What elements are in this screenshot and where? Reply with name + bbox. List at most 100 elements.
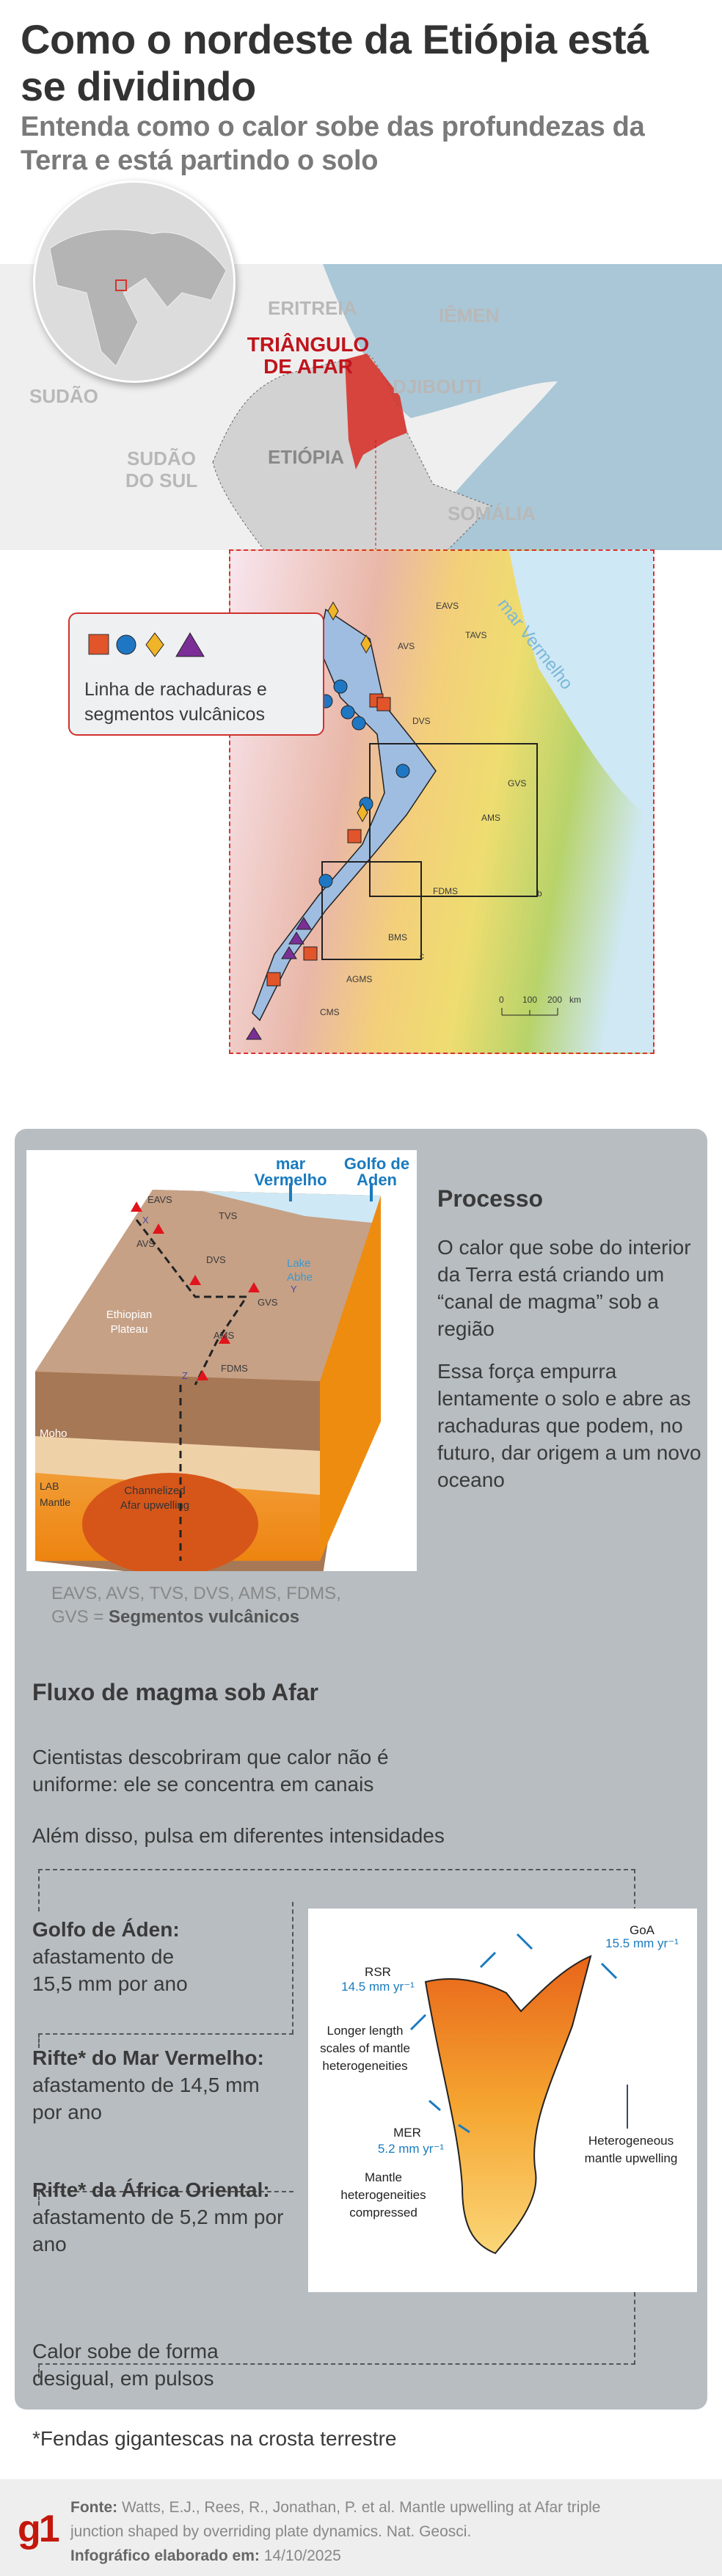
label-golfo-aden-diagram: Golfo de Aden: [343, 1155, 410, 1189]
segment-avs: AVS: [398, 641, 415, 651]
diagram-segment-tvs: TVS: [219, 1210, 238, 1221]
inset-box-b: [369, 743, 538, 897]
bracket-goa: [292, 1902, 293, 2034]
scale-tick-200: 200: [547, 995, 563, 1005]
g1-logo: g1: [18, 2508, 60, 2550]
point-y: Y: [291, 1284, 297, 1295]
label-afar-triangle: TRIÂNGULO DE AFAR: [247, 333, 370, 378]
label-moho: Moho: [40, 1427, 68, 1440]
diamond-icon: [145, 632, 164, 657]
flow-item-goa: Golfo de Áden: afastamento de 15,5 mm po…: [32, 1916, 274, 1997]
label-rsr-rate: 14.5 mm yr⁻¹: [341, 1980, 415, 1994]
label-channelized-upwelling: Channelized Afar upwelling: [120, 1485, 190, 1512]
sea-shape: [323, 264, 722, 550]
segment-gvs: GVS: [508, 778, 527, 788]
globe-continents: [49, 229, 227, 367]
label-mer: MER: [393, 2126, 421, 2140]
label-eritreia: ERITREIA: [268, 297, 357, 319]
label-mer-rate: 5.2 mm yr⁻¹: [377, 2142, 445, 2156]
bracket-rsr: [38, 2033, 293, 2048]
segments-legend: EAVS, AVS, TVS, DVS, AMS, FDMS, GVS = Se…: [51, 1582, 382, 1629]
block-diagram: mar Vermelho Golfo de Aden Lake Abhe Eth…: [26, 1150, 417, 1594]
inset-label-b: b: [537, 888, 542, 899]
scale-tick-100: 100: [522, 995, 538, 1005]
diagram-segment-fdms: FDMS: [221, 1363, 248, 1374]
source-label: Fonte:: [70, 2499, 118, 2516]
flow-item-mer-text: afastamento de 5,2 mm por ano: [32, 2206, 284, 2255]
label-mar-vermelho-diagram: mar Vermelho: [254, 1155, 327, 1189]
square-icon: [88, 634, 109, 655]
flow-intro-1: Cientistas descobriram que calor não é u…: [32, 1746, 389, 1796]
segment-fdms: FDMS: [433, 886, 458, 896]
process-heading: Processo: [437, 1185, 544, 1212]
content-panel: mar Vermelho Golfo de Aden Lake Abhe Eth…: [15, 1129, 707, 2409]
upwelling-figure: GoA 15.5 mm yr⁻¹ RSR 14.5 mm yr⁻¹ Longer…: [308, 1909, 697, 2292]
map-legend: Linha de rachaduras e segmentos vulcânic…: [68, 612, 324, 736]
diagram-segment-gvs: GVS: [258, 1297, 278, 1308]
flow-item-goa-title: Golfo de Áden:: [32, 1918, 180, 1941]
flow-item-mer-title: Rifte* da África Oriental:: [32, 2178, 270, 2201]
label-somalia: SOMÁLIA: [448, 502, 536, 524]
date-label: Infográfico elaborado em:: [70, 2547, 260, 2564]
page-subtitle: Entenda como o calor sobe das profundeza…: [21, 111, 645, 176]
label-ethiopian-plateau: Ethiopian Plateau: [106, 1309, 153, 1336]
flow-heading: Fluxo de magma sob Afar: [32, 1679, 318, 1705]
date-text: 14/10/2025: [263, 2547, 341, 2564]
flow-conclusion: Calor sobe de forma desigual, em pulsos: [32, 2340, 219, 2390]
scale-unit: km: [569, 995, 581, 1005]
diagram-segment-eavs: EAVS: [147, 1194, 172, 1205]
footer: g1 Fonte: Watts, E.J., Rees, R., Jonatha…: [0, 2479, 722, 2576]
bracket-bottom: [38, 2363, 635, 2378]
segment-agms: AGMS: [346, 974, 373, 984]
flow-intro-2: Além disso, pulsa em diferentes intensid…: [32, 1824, 445, 1847]
flow-item-rsr-text: afastamento de 14,5 mm por ano: [32, 2074, 260, 2123]
locator-map-shapes: [212, 264, 722, 550]
footer-text: Fonte: Watts, E.J., Rees, R., Jonathan, …: [70, 2495, 613, 2568]
label-etiopia: ETIÓPIA: [268, 446, 345, 468]
segments-legend-bold: Segmentos vulcânicos: [109, 1607, 300, 1627]
detail-map-shapes: [246, 551, 653, 1040]
diagram-segment-ams: AMS: [214, 1330, 235, 1341]
bracket-right: [634, 2292, 635, 2365]
afar-triangle-shape: [345, 354, 407, 469]
bracket-mer: [38, 2191, 293, 2206]
page-title: Como o nordeste da Etiópia está se divid…: [21, 16, 649, 109]
label-djibouti: DJIBOUTI: [393, 376, 482, 398]
label-lab: LAB: [40, 1480, 59, 1492]
segment-ams: AMS: [481, 813, 501, 823]
legend-symbols: [88, 632, 205, 657]
circle-icon: [116, 634, 136, 655]
rift-zones: [252, 608, 437, 1022]
diagram-segment-dvs: DVS: [206, 1254, 226, 1265]
segment-eavs: EAVS: [436, 601, 459, 611]
flow-item-rsr: Rifte* do Mar Vermelho: afastamento de 1…: [32, 2044, 304, 2126]
flow-item-mer: Rifte* da África Oriental: afastamento d…: [32, 2176, 304, 2258]
legend-text: Linha de rachaduras e segmentos vulcânic…: [84, 679, 267, 725]
label-lake-abhe: Lake Abhe: [287, 1257, 313, 1284]
segment-tavs: TAVS: [465, 630, 487, 640]
label-goa-rate: 15.5 mm yr⁻¹: [605, 1936, 679, 1950]
label-heterogeneous-upwelling: Heterogeneous mantle upwelling: [584, 2134, 678, 2165]
locator-map: ERITREIA IÊMEN SUDÃO DJIBOUTI SUDÃO DO S…: [0, 264, 722, 550]
label-rsr: RSR: [365, 1965, 391, 1979]
segment-dvs: DVS: [412, 716, 431, 726]
globe-locator-box: [115, 279, 127, 291]
label-sudao-do-sul: SUDÃO DO SUL: [125, 447, 198, 491]
diagram-segment-avs: AVS: [136, 1238, 156, 1249]
block-diagram-art: [35, 1183, 381, 1594]
segment-bms: BMS: [388, 932, 408, 943]
process-paragraph-2: Essa força empurra lentamente o solo e a…: [437, 1360, 701, 1491]
globe: [33, 180, 236, 383]
point-x: X: [142, 1215, 149, 1226]
label-longer-length-scales: Longer length scales of mantle heterogen…: [320, 2024, 410, 2073]
label-goa: GoA: [629, 1923, 655, 1937]
inset-label-c: c: [420, 951, 424, 961]
flow-item-rsr-title: Rifte* do Mar Vermelho:: [32, 2046, 264, 2069]
bracket-top: [38, 1869, 635, 1911]
segment-cms: CMS: [320, 1007, 340, 1017]
inset-box-c: [321, 861, 422, 960]
label-iemen: IÊMEN: [439, 304, 500, 326]
label-sudao: SUDÃO: [29, 385, 98, 407]
flow-item-goa-text: afastamento de 15,5 mm por ano: [32, 1945, 188, 1995]
source-text: Watts, E.J., Rees, R., Jonathan, P. et a…: [70, 2499, 601, 2540]
